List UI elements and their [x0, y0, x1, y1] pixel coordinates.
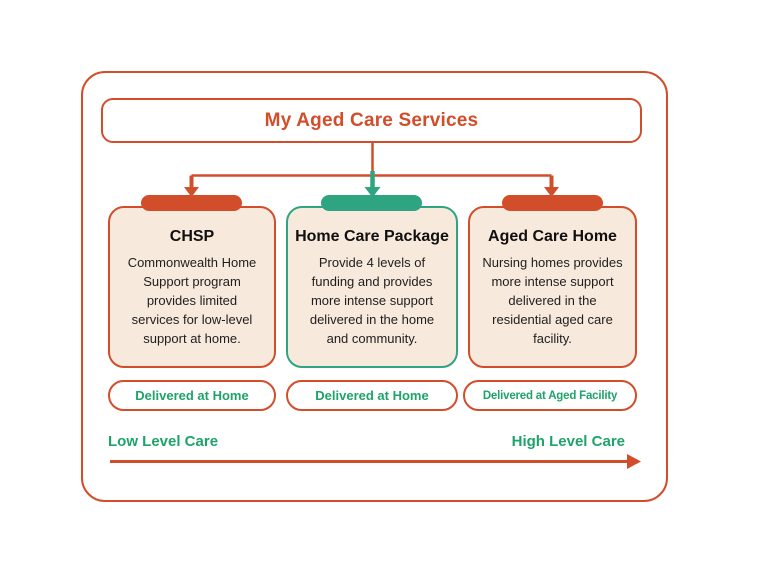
card-home-care-package-title: Home Care Package	[295, 228, 449, 245]
card-home-care-package: Home Care Package Provide 4 levels of fu…	[286, 206, 458, 368]
title-box: My Aged Care Services	[101, 98, 642, 143]
card-chsp-title: CHSP	[169, 228, 215, 245]
card-aged-care-home-description: Nursing homes provides more intense supp…	[482, 255, 623, 346]
delivery-pill-aged-care-home-label: Delivered at Aged Facility	[482, 389, 618, 402]
card-home-care-package-description: Provide 4 levels of funding and provides…	[309, 255, 435, 346]
arrow-down-right-icon	[544, 187, 559, 197]
care-level-arrow-head-icon	[627, 454, 641, 469]
low-level-care-label: Low Level Care	[108, 433, 219, 450]
delivery-pill-chsp: Delivered at Home	[108, 380, 276, 411]
card-aged-care-home: Aged Care Home Nursing homes provides mo…	[468, 206, 637, 368]
delivery-pill-aged-care-home: Delivered at Aged Facility	[463, 380, 637, 411]
diagram-title: My Aged Care Services	[264, 109, 479, 131]
card-aged-care-home-title: Aged Care Home	[488, 228, 617, 245]
card-aged-care-home-tab	[502, 195, 603, 211]
arrow-down-left-icon	[184, 187, 199, 197]
delivery-pill-home-care-package: Delivered at Home	[286, 380, 458, 411]
card-chsp-tab	[141, 195, 242, 211]
delivery-pill-home-care-package-label: Delivered at Home	[315, 388, 429, 403]
card-chsp: CHSP Commonwealth Home Support program p…	[108, 206, 276, 368]
arrow-down-center-icon	[364, 187, 381, 198]
high-level-care-label: High Level Care	[511, 433, 625, 450]
delivery-pill-chsp-label: Delivered at Home	[135, 388, 249, 403]
card-home-care-package-tab	[321, 195, 422, 211]
card-chsp-description: Commonwealth Home Support program provid…	[127, 255, 257, 346]
